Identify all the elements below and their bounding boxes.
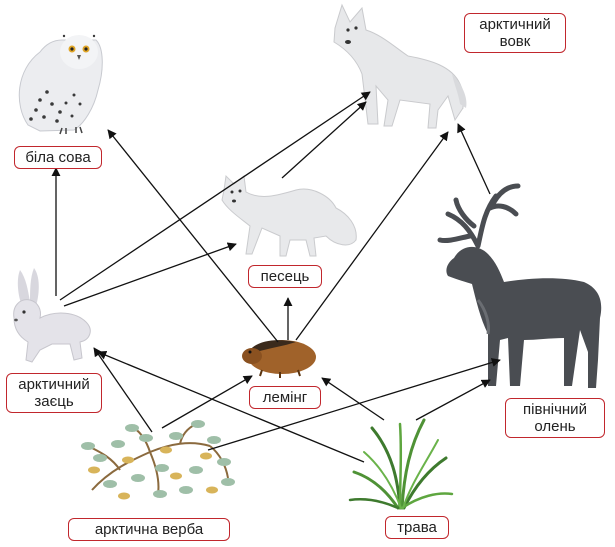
arrow-lemming-to-wolf [295,131,449,341]
arrow-willow-to-deer [207,358,501,451]
label-reindeer: північний олень [505,398,605,438]
arrow-grass-to-hare [97,350,365,463]
label-lemming: лемінг [249,386,321,409]
label-arctic-willow: арктична верба [68,518,230,541]
arctic-wolf-icon [333,3,467,129]
arrow-deer-to-wolf [457,123,491,195]
feeding-arrows [51,91,501,463]
snowy-owl-icon [18,34,103,135]
arrow-grass-to-deer [415,379,491,421]
label-arctic-fox: песець [248,265,322,288]
arrow-willow-to-hare [93,347,153,433]
label-grass: трава [385,516,449,539]
arctic-hare-icon [13,268,91,363]
grass-icon [348,418,454,510]
lemming-icon [242,340,316,378]
arrow-grass-to-lemming [321,377,385,421]
arrow-willow-to-lemming [161,375,253,429]
arrow-hare-to-wolf [59,91,371,301]
label-snowy-owl: біла сова [14,146,102,169]
reindeer-icon [437,183,602,388]
arrow-fox-to-wolf [281,101,367,179]
arctic-fox-icon [221,174,357,257]
arctic-willow-icon [81,420,235,500]
arrow-lemming-to-owl [107,129,279,343]
arrow-hare-to-fox [63,242,237,307]
label-arctic-wolf: арктичний вовк [464,13,566,53]
label-arctic-hare: арктичний заєць [6,373,102,413]
